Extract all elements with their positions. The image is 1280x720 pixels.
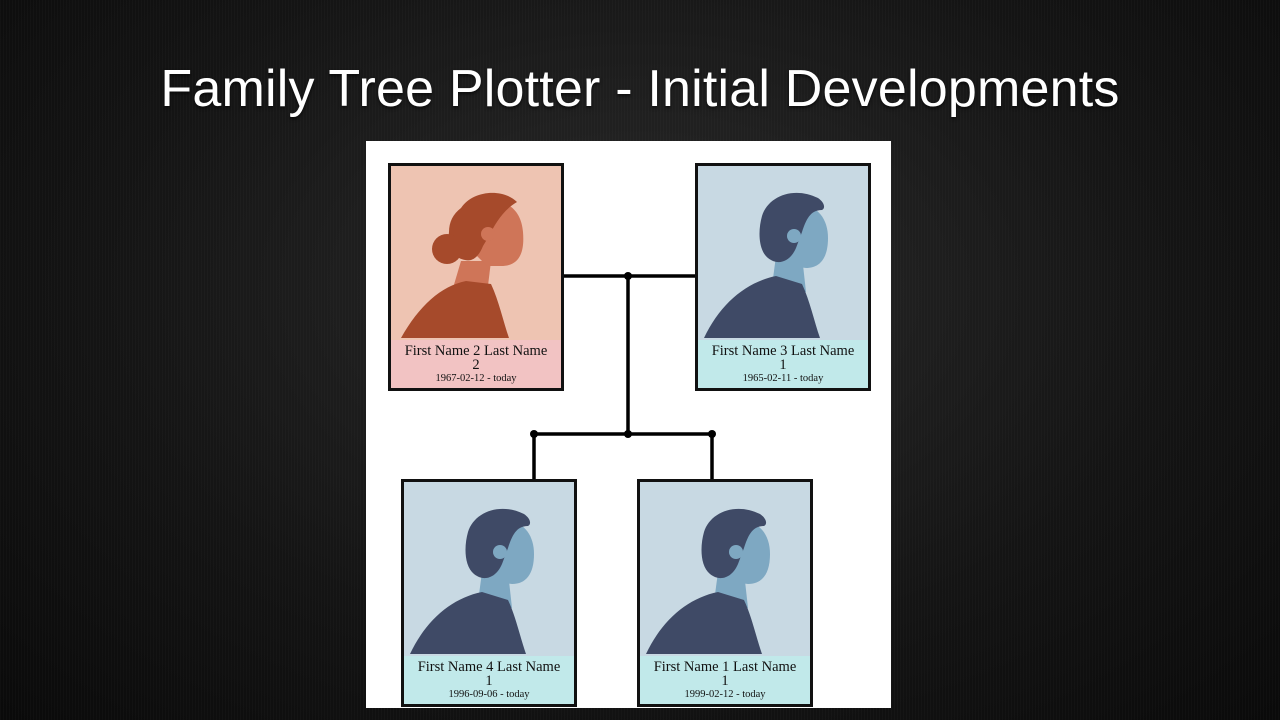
person-name: First Name 3 Last Name	[711, 343, 855, 359]
person-dates: 1999-02-12 - today	[684, 689, 766, 700]
person-generation: 2	[472, 357, 480, 373]
person-card-3[interactable]: First Name 3 Last Name 1 1965-02-11 - to…	[695, 163, 871, 391]
male-avatar-icon	[404, 482, 574, 656]
male-avatar-icon	[698, 166, 868, 340]
person-generation: 1	[485, 673, 493, 689]
person-card-2[interactable]: First Name 2 Last Name 2 1967-02-12 - to…	[388, 163, 564, 391]
person-card-1[interactable]: First Name 1 Last Name 1 1999-02-12 - to…	[637, 479, 813, 707]
junction-dot	[530, 430, 538, 438]
junction-dot	[708, 430, 716, 438]
person-name: First Name 4 Last Name	[417, 659, 561, 675]
person-name: First Name 2 Last Name	[404, 343, 548, 359]
person-caption: First Name 3 Last Name 1 1965-02-11 - to…	[698, 340, 868, 388]
slide-title: Family Tree Plotter - Initial Developmen…	[160, 60, 1120, 118]
male-avatar-icon	[640, 482, 810, 656]
person-dates: 1967-02-12 - today	[435, 373, 517, 384]
junction-dot	[624, 272, 632, 280]
person-name: First Name 1 Last Name	[653, 659, 797, 675]
female-avatar-icon	[391, 166, 561, 340]
person-caption: First Name 2 Last Name 2 1967-02-12 - to…	[391, 340, 561, 388]
person-generation: 1	[779, 357, 787, 373]
person-dates: 1965-02-11 - today	[742, 373, 824, 384]
tree-connectors	[530, 272, 716, 480]
junction-dot	[624, 430, 632, 438]
family-tree-canvas: First Name 2 Last Name 2 1967-02-12 - to…	[366, 141, 891, 708]
person-caption: First Name 4 Last Name 1 1996-09-06 - to…	[404, 656, 574, 704]
person-dates: 1996-09-06 - today	[448, 689, 530, 700]
person-generation: 1	[721, 673, 729, 689]
person-caption: First Name 1 Last Name 1 1999-02-12 - to…	[640, 656, 810, 704]
person-card-4[interactable]: First Name 4 Last Name 1 1996-09-06 - to…	[401, 479, 577, 707]
